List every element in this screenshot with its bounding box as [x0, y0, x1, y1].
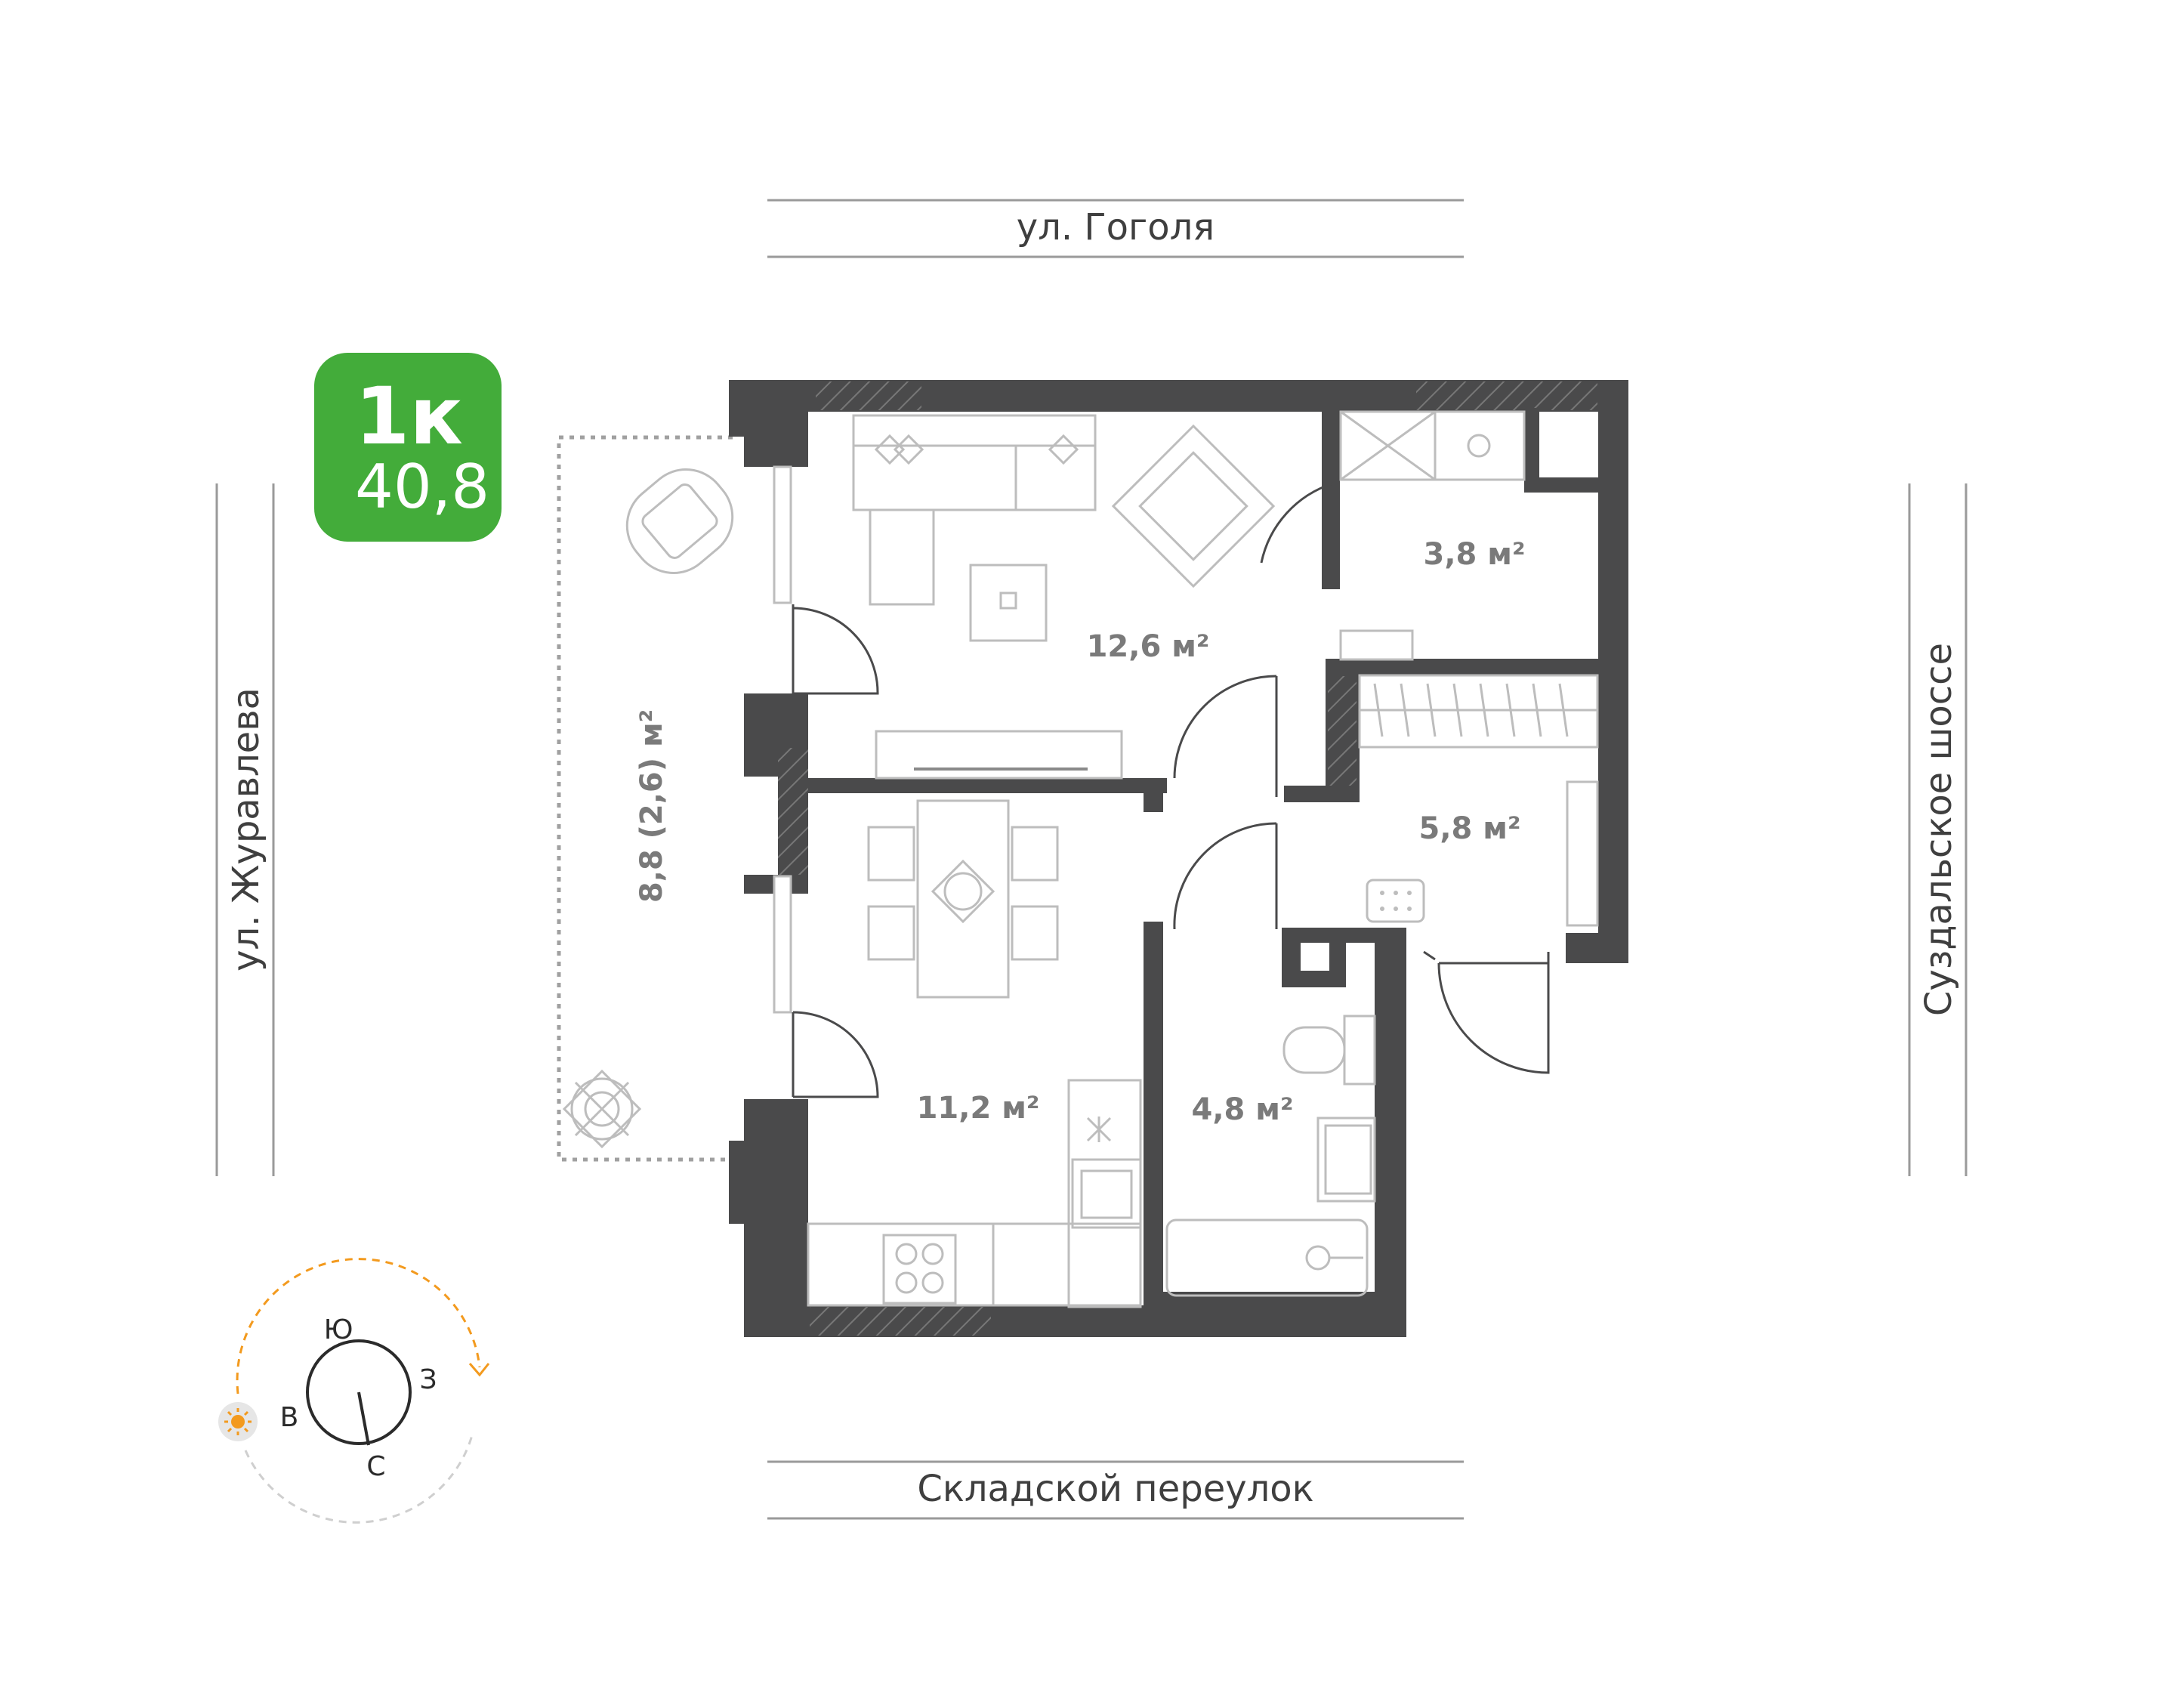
area-bathroom: 4,8 м²: [1192, 1092, 1294, 1127]
badge-rooms: 1к: [355, 370, 463, 462]
street-left-label: ул. Журавлева: [225, 687, 267, 971]
area-bathroom-small: 3,8 м²: [1424, 537, 1526, 572]
street-top-label: ул. Гоголя: [1017, 206, 1215, 249]
street-right-label: Суздальское шоссе: [1918, 643, 1960, 1016]
bathroom-furniture: [1165, 1015, 1376, 1297]
street-right: Суздальское шоссе: [1908, 483, 1968, 1176]
balcony: 8,8 (2,6) м²: [557, 435, 734, 1162]
bench: [1366, 879, 1425, 923]
sofa-icon: [852, 414, 1097, 606]
badge-background: [314, 353, 502, 542]
living-room-furniture: [852, 414, 1276, 780]
compass-north: С: [366, 1451, 385, 1482]
street-bottom: Складской переулок: [767, 1460, 1464, 1520]
room-labels: 12,6 м² 3,8 м² 5,8 м² 11,2 м² 4,8 м²: [917, 537, 1526, 1127]
wardrobe-icon: [1358, 674, 1599, 927]
stove-icon: [882, 1234, 957, 1305]
armchair-living-icon: [1111, 424, 1276, 588]
windows: [773, 465, 792, 1014]
dining-table: [867, 799, 1059, 999]
compass: Ю З В С: [218, 1258, 490, 1524]
compass-south: Ю: [324, 1314, 353, 1345]
street-left: ул. Журавлева: [215, 483, 275, 1176]
bathtub-icon: [1165, 1218, 1369, 1297]
doors: [792, 481, 1550, 1098]
kitchen-furniture: [807, 799, 1142, 1308]
street-top: ул. Гоголя: [767, 199, 1464, 258]
compass-needle: [357, 1391, 370, 1446]
badge-area: 40,8: [355, 452, 489, 522]
table-icon: [969, 564, 1048, 642]
balcony-area: 8,8 (2,6) м²: [634, 709, 669, 903]
sun-icon: [218, 1402, 258, 1441]
plant-table-icon: [931, 859, 995, 924]
area-hall: 5,8 м²: [1419, 811, 1521, 846]
sink-icon: [1316, 1117, 1376, 1203]
compass-west: З: [419, 1364, 437, 1395]
toilet-icon: [1282, 1015, 1376, 1086]
armchair-icon: [625, 468, 734, 574]
bathroom-small-furniture: [1339, 410, 1526, 661]
tv-stand: [875, 730, 1123, 780]
area-kitchen: 11,2 м²: [917, 1091, 1040, 1126]
compass-dial: [306, 1339, 412, 1445]
area-living: 12,6 м²: [1087, 629, 1210, 664]
walls: [729, 380, 1628, 1337]
plant-icon: [562, 1069, 642, 1149]
sink-kitchen-icon: [1071, 1158, 1142, 1229]
compass-east: В: [280, 1402, 299, 1433]
street-bottom-label: Складской переулок: [917, 1468, 1313, 1510]
apartment-badge: 1к 40,8: [314, 353, 502, 542]
